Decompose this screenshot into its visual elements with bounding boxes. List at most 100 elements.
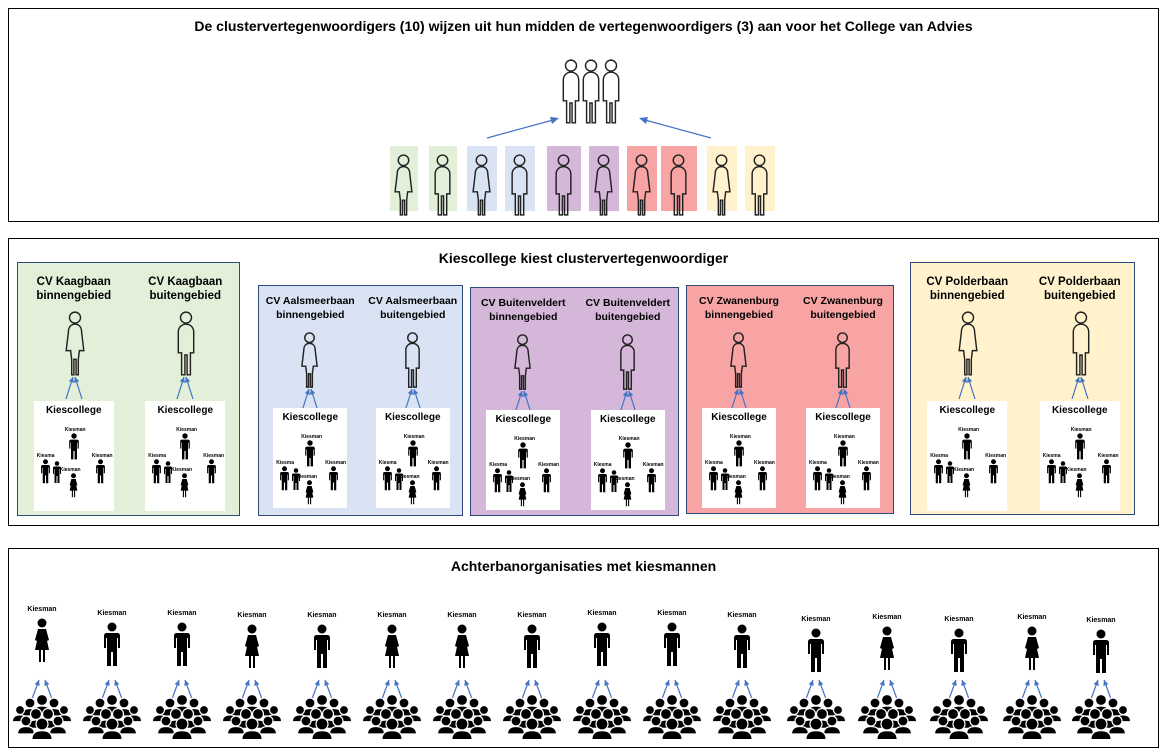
- woman-outline-icon: [958, 311, 978, 376]
- vote-arrows: [948, 679, 970, 700]
- crowd-icon: [571, 693, 633, 741]
- kiesman-tiny-label: Kiesma: [809, 460, 827, 466]
- rep-tile-8: [661, 146, 697, 216]
- crowd-icon: [361, 693, 423, 741]
- rep-tile-6: [589, 146, 619, 216]
- vote-arrows: [730, 388, 748, 412]
- kiesman-label: Kiesman: [237, 612, 267, 619]
- kiesman-tiny-label: Kiesman: [59, 467, 81, 473]
- kiescollege-members-icon: [597, 442, 656, 507]
- cv-label-line1: CV Zwanenburg: [803, 295, 883, 307]
- woman-outline-icon: [65, 311, 85, 376]
- crowd-icon: [856, 693, 918, 741]
- rep-tile-5: [547, 146, 581, 216]
- cv-label-line2: binnengebied: [36, 290, 112, 302]
- kiescollege-title: Kiescollege: [384, 412, 441, 423]
- vote-arrows: [301, 388, 319, 412]
- kiesman-tiny-label: Kiesma: [1042, 453, 1061, 459]
- kiesman-tiny-label: Kiesma: [489, 462, 508, 468]
- cv-label-line1: CV Buitenveldert: [585, 297, 671, 309]
- kiesman-tiny-label: Kiesman: [296, 474, 318, 480]
- man-solid-icon: [104, 622, 120, 666]
- cv-label-line2: buitengebied: [149, 290, 222, 302]
- crowd-icon: [431, 693, 493, 741]
- kiesman-tiny-label: Kiesman: [427, 460, 449, 466]
- man-outline-icon: [177, 311, 195, 376]
- vote-arrows: [731, 679, 753, 700]
- woman-solid-icon: [1025, 626, 1039, 670]
- vote-arrows: [661, 679, 683, 700]
- kiescollege-title: Kiescollege: [711, 412, 767, 423]
- kiesman-tiny-label: Kiesma: [593, 462, 612, 468]
- kiesman-tiny-label: Kiesman: [91, 453, 113, 459]
- cv-label-line1: CV Kaagbaan: [148, 276, 223, 288]
- vote-arrows: [521, 679, 543, 700]
- kiescollege-members-icon: [152, 433, 217, 498]
- kiesman-tiny-label: Kiesman: [834, 434, 855, 440]
- vote-arrows: [619, 390, 637, 414]
- kiesman-tiny-label: Kiesman: [953, 467, 975, 473]
- rep-tile-9: [707, 146, 737, 216]
- kiescollege-members-icon: [493, 442, 552, 507]
- crowd-icon: [151, 693, 213, 741]
- top-panel-title: De clustervertegenwoordigers (10) wijzen…: [194, 18, 973, 34]
- cv-label-line1: CV Polderbaan: [926, 276, 1009, 288]
- kiesman-tiny-label: Kiesman: [858, 460, 879, 466]
- kiesman-tiny-label: Kiesman: [1097, 453, 1119, 459]
- cv-label-line1: CV Aalsmeerbaan: [368, 295, 458, 307]
- kiesman-tiny-label: Kiesma: [148, 453, 167, 459]
- kiesman-tiny-label: Kiesman: [64, 427, 86, 433]
- kiesman-tiny-label: Kiesman: [203, 453, 225, 459]
- kiesman-tiny-label: Kiesman: [642, 462, 664, 468]
- rep-tile-7: [627, 146, 657, 216]
- woman-solid-icon: [35, 618, 49, 662]
- man-outline-icon: [1072, 311, 1090, 376]
- woman-outline-icon: [394, 154, 413, 216]
- man-solid-icon: [524, 624, 540, 668]
- vote-arrows: [876, 679, 898, 700]
- cv-label-line2: binnengebied: [704, 309, 774, 321]
- cv-label-line2: buitengebied: [810, 309, 876, 321]
- woman-solid-icon: [455, 624, 469, 668]
- kiesman-tiny-label: Kiesman: [398, 474, 420, 480]
- man-outline-icon: [619, 334, 635, 390]
- crowd-icon: [291, 693, 353, 741]
- man-solid-icon: [174, 622, 190, 666]
- kiesman-tiny-label: Kiesman: [1070, 427, 1092, 433]
- crowd-icon: [641, 693, 703, 741]
- kiescollege-title: Kiescollege: [45, 405, 102, 416]
- cv-label-line1: CV Polderbaan: [1038, 276, 1121, 288]
- woman-solid-icon: [880, 626, 894, 670]
- kiesman-tiny-label: Kiesma: [705, 460, 723, 466]
- kiesman-tiny-label: Kiesma: [930, 453, 949, 459]
- crowd-icon: [928, 693, 990, 741]
- crowd-icon: [11, 693, 73, 741]
- vote-arrows: [1071, 376, 1089, 400]
- kiesman-label: Kiesman: [377, 612, 407, 619]
- cv-label-line1: CV Buitenveldert: [480, 297, 566, 309]
- woman-outline-icon: [632, 154, 651, 216]
- kiesman-label: Kiesman: [307, 612, 337, 619]
- vote-arrows: [241, 679, 263, 700]
- kiesman-tiny-label: Kiesman: [171, 467, 193, 473]
- crowd-icon: [711, 693, 773, 741]
- kiescollege-title: Kiescollege: [815, 412, 871, 423]
- kiescollege-title: Kiescollege: [599, 414, 656, 425]
- kiescollege-members-icon: [382, 440, 441, 505]
- woman-outline-icon: [472, 154, 491, 216]
- bottom-panel-title: Achterbanorganisaties met kiesmannen: [450, 558, 717, 574]
- woman-outline-icon: [514, 334, 532, 390]
- kiesman-label: Kiesman: [1017, 614, 1047, 621]
- kiescollege-title: Kiescollege: [495, 414, 552, 425]
